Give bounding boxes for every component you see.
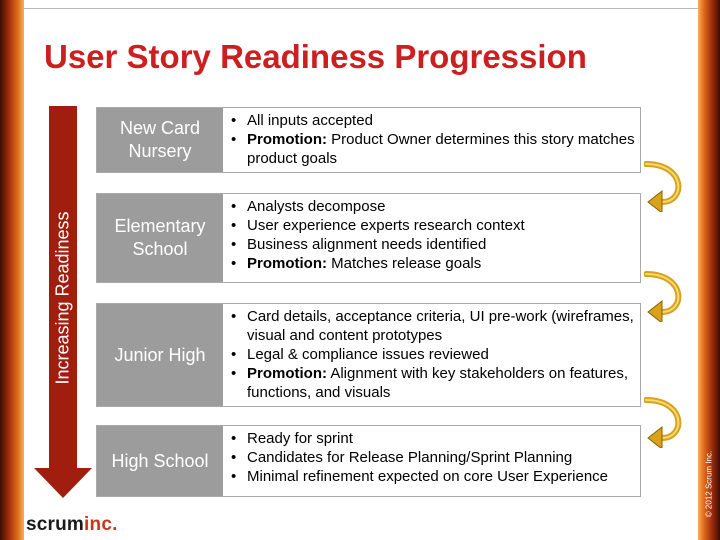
curved-arrow-icon	[644, 397, 682, 448]
curved-arrow-icon	[644, 161, 682, 212]
stage-bullet-list: Card details, acceptance criteria, UI pr…	[223, 304, 640, 406]
curved-arrow-icon	[644, 271, 682, 322]
stage-row-junior-high: Junior High Card details, acceptance cri…	[96, 303, 641, 407]
bullet-item: Ready for sprint	[231, 429, 608, 448]
stage-bullet-list: All inputs accepted Promotion: Product O…	[223, 108, 640, 172]
page-title: User Story Readiness Progression	[44, 38, 587, 75]
bullet-item: Minimal refinement expected on core User…	[231, 467, 608, 486]
readiness-arrow	[34, 106, 92, 498]
bullet-item: All inputs accepted	[231, 111, 636, 130]
stage-label: Elementary School	[97, 194, 223, 282]
stage-bullet-list: Ready for sprint Candidates for Release …	[223, 426, 612, 496]
bullet-item: Promotion: Product Owner determines this…	[231, 130, 636, 168]
bullet-item: Candidates for Release Planning/Sprint P…	[231, 448, 608, 467]
bullet-item: Business alignment needs identified	[231, 235, 525, 254]
bullet-item: User experience experts research context	[231, 216, 525, 235]
left-gradient-border	[0, 0, 24, 540]
copyright-notice: © 2012 Scrum Inc.	[704, 450, 714, 518]
bullet-item: Legal & compliance issues reviewed	[231, 345, 636, 364]
right-gradient-border	[698, 0, 720, 540]
stage-row-high-school: High School Ready for sprint Candidates …	[96, 425, 641, 497]
readiness-label: Increasing Readiness	[52, 211, 73, 385]
stage-label: Junior High	[97, 304, 223, 406]
bullet-item: Card details, acceptance criteria, UI pr…	[231, 307, 636, 345]
stage-name-line: School	[132, 239, 188, 259]
stage-name-line: Junior High	[114, 344, 206, 365]
stage-name-line: New Card	[119, 118, 201, 138]
stage-name-line: Nursery	[128, 141, 192, 161]
stage-name-line: High School	[111, 450, 209, 471]
bullet-item: Promotion: Alignment with key stakeholde…	[231, 364, 636, 402]
bullet-item: Promotion: Matches release goals	[231, 254, 525, 273]
stage-row-elementary-school: Elementary School Analysts decompose Use…	[96, 193, 641, 283]
stage-name-line: Elementary	[114, 216, 206, 236]
stage-label: New Card Nursery	[97, 108, 223, 172]
stage-label: High School	[97, 426, 223, 496]
top-divider	[24, 8, 698, 9]
scruminc-logo: scruminc.	[26, 514, 118, 535]
stage-bullet-list: Analysts decompose User experience exper…	[223, 194, 529, 282]
stage-row-new-card-nursery: New Card Nursery All inputs accepted Pro…	[96, 107, 641, 173]
bullet-item: Analysts decompose	[231, 197, 525, 216]
